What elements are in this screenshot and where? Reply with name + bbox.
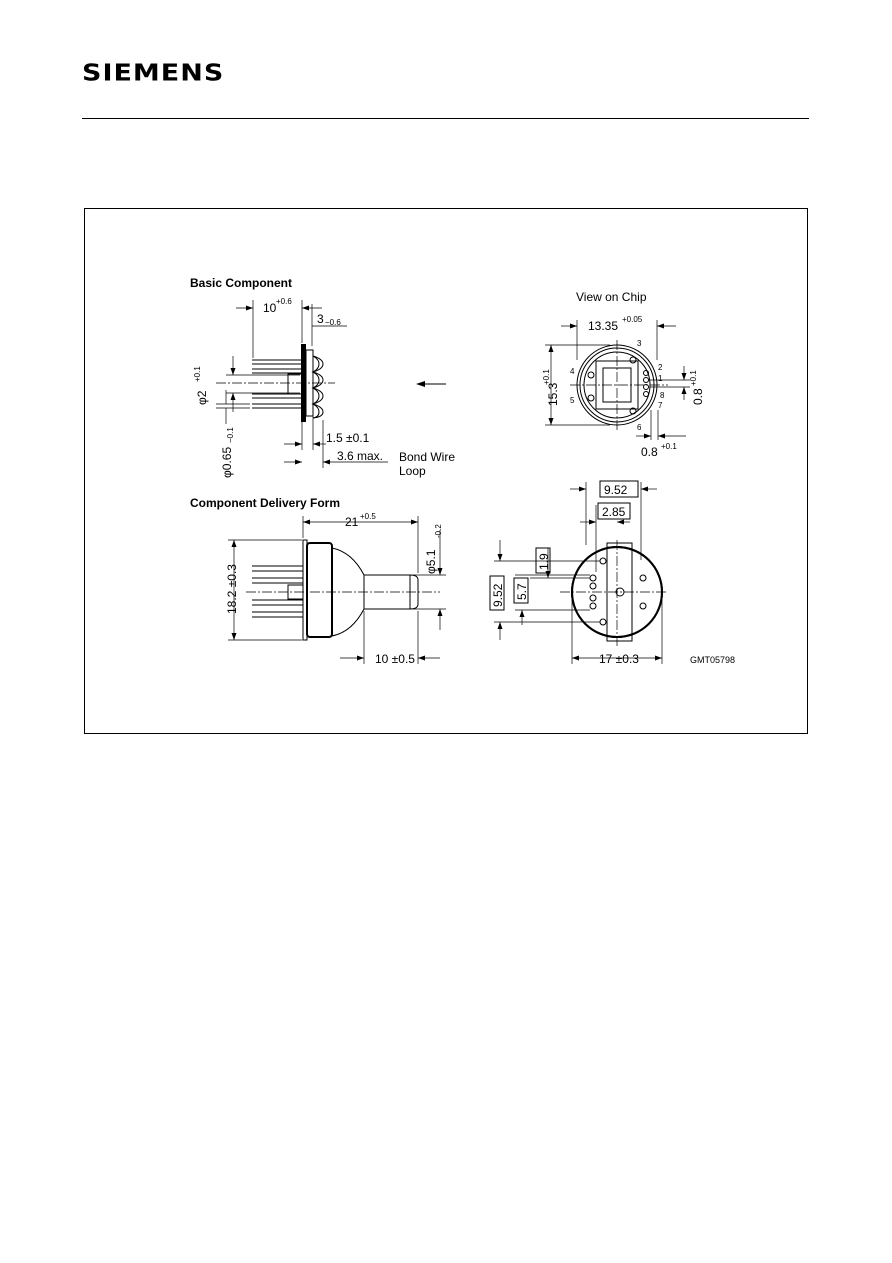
pin-label-5: 5	[570, 396, 575, 405]
dim-2-85: 2.85	[602, 505, 626, 519]
pin-label-8: 8	[660, 391, 665, 400]
delivery-form-front-view	[494, 482, 668, 664]
dim-15-3-tol: +0.1	[542, 369, 551, 385]
header-rule	[82, 118, 809, 119]
dim-1-9: 1.9	[537, 553, 551, 570]
bond-wire-label: Bond Wire	[399, 450, 455, 464]
pin-label-7: 7	[658, 401, 663, 410]
dim-phi065: φ0.65	[220, 447, 234, 478]
dim-18-2: 18.2 ±0.3	[225, 564, 239, 614]
view-direction-arrow	[416, 381, 446, 387]
dim-10-tol: +0.6	[276, 297, 292, 306]
basic-component-side-view	[216, 300, 388, 468]
pin-label-1: 1	[658, 374, 663, 383]
dim-0-8-horizontal-tol: +0.1	[661, 442, 677, 451]
pin-label-6: 6	[637, 423, 642, 432]
dim-10: 10	[263, 301, 277, 315]
dim-0-8-horizontal: 0.8	[641, 445, 658, 459]
drawing-code: GMT05798	[690, 655, 735, 665]
dim-3-6-max: 3.6 max.	[337, 449, 383, 463]
pin-label-2: 2	[658, 363, 663, 372]
loop-label: Loop	[399, 464, 426, 478]
dim-1-5: 1.5 ±0.1	[326, 431, 370, 445]
chip-top-view	[545, 320, 690, 440]
dim-13-35-tol: +0.05	[622, 315, 643, 324]
view-on-chip-title: View on Chip	[576, 290, 647, 304]
dim-21-tol: +0.5	[360, 512, 376, 521]
dim-21: 21	[345, 515, 359, 529]
dim-9-52-left: 9.52	[491, 583, 505, 607]
dim-3: 3	[317, 312, 324, 326]
dim-3-tol: −0.6	[325, 318, 341, 327]
dim-phi065-tol: −0.1	[226, 427, 235, 443]
pin-label-3: 3	[637, 339, 642, 348]
dim-10-0-5: 10 ±0.5	[375, 652, 415, 666]
pin-label-4: 4	[570, 367, 575, 376]
dim-phi5-1: φ5.1	[424, 549, 438, 574]
siemens-logo: SIEMENS	[82, 60, 225, 87]
dim-13-35: 13.35	[588, 319, 618, 333]
basic-component-title: Basic Component	[190, 276, 292, 290]
dim-15-3: 15.3	[546, 382, 560, 406]
dim-0-8-vertical-tol: +0.1	[689, 370, 698, 386]
dim-5-7: 5.7	[515, 583, 529, 600]
dim-phi2: φ2	[195, 390, 209, 405]
dim-phi2-tol: +0.1	[193, 366, 202, 382]
dim-phi5-1-tol: -0.2	[434, 524, 443, 538]
delivery-form-title: Component Delivery Form	[190, 496, 340, 510]
dim-9-52-top: 9.52	[604, 483, 628, 497]
drawing-frame	[84, 208, 808, 734]
delivery-form-side-view	[228, 516, 446, 664]
dim-17: 17 ±0.3	[599, 652, 639, 666]
dim-0-8-vertical: 0.8	[691, 388, 705, 405]
